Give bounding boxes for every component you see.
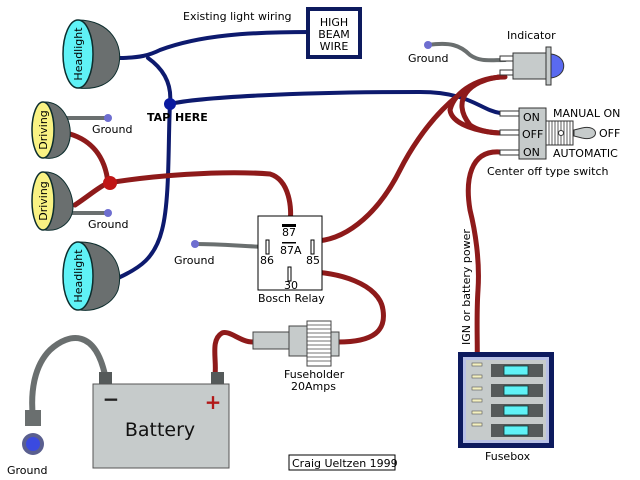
switch-label-off: OFF (599, 127, 620, 140)
ground-label-relay: Ground (174, 254, 214, 267)
ground-label-battery: Ground (7, 464, 47, 477)
indicator-lamp (499, 46, 565, 86)
switch-caption: Center off type switch (487, 165, 609, 178)
fusebox (458, 352, 554, 448)
tap-label-left: TAP (147, 111, 170, 124)
fusebox-terminal (471, 422, 483, 427)
ground-point-driving-bottom (104, 209, 112, 217)
switch-position-on-top: ON (523, 111, 540, 124)
headlight-top-label: Headlight (72, 27, 85, 81)
ground-label-driving-bottom: Ground (88, 218, 128, 231)
headlight-top: Headlight (62, 19, 121, 89)
fuseholder (252, 320, 340, 367)
ground-point-relay (191, 240, 199, 248)
wire-ground-indicator (426, 41, 507, 63)
fusebox-terminal (471, 398, 483, 403)
driving-bottom-label: Driving (37, 181, 50, 221)
high-beam-box: HIGH BEAM WIRE (306, 7, 362, 59)
relay-caption: Bosch Relay (258, 292, 325, 305)
driving-junction (103, 176, 117, 190)
battery-negative: − (103, 387, 120, 411)
battery-positive: + (205, 390, 222, 414)
existing-wiring-label: Existing light wiring (183, 10, 292, 23)
fusebox-terminal (471, 362, 483, 367)
relay-pin-87: 87 (282, 226, 296, 239)
ground-label-indicator: Ground (408, 52, 448, 65)
credit-box: Craig Ueltzen 1999 (288, 454, 398, 471)
relay-pin-87a: 87A (280, 244, 302, 257)
switch-label-automatic: AUTOMATIC (553, 147, 618, 160)
wire-ground-relay (193, 242, 268, 249)
wire-driving-bottom (72, 180, 111, 208)
fusebox-terminal (471, 386, 483, 391)
wire-indicator (447, 74, 508, 136)
relay-pin-30: 30 (284, 279, 298, 292)
wire-ground-battery (29, 335, 108, 421)
switch-label-manual-on: MANUAL ON (553, 107, 620, 120)
power-source-label: IGN or battery power (460, 229, 473, 345)
ground-point-indicator (424, 41, 432, 49)
driving-lamp-bottom: Driving (31, 171, 74, 231)
headlight-bottom: Headlight (62, 241, 121, 311)
battery: − + Battery (92, 372, 230, 469)
svg-text:WIRE: WIRE (320, 40, 349, 53)
fusebox-caption: Fusebox (485, 450, 531, 463)
svg-text:BEAM: BEAM (318, 28, 350, 41)
switch-position-off: OFF (522, 128, 543, 141)
relay-pin-86: 86 (260, 254, 274, 267)
fuse (491, 424, 543, 437)
indicator-label: Indicator (507, 29, 556, 42)
battery-label: Battery (125, 419, 195, 441)
wire-headlight-to-highbeam (116, 30, 312, 60)
fuse (491, 404, 543, 417)
ground-post-battery (25, 410, 41, 426)
fusebox-terminal (471, 374, 483, 379)
fuse (491, 364, 543, 377)
headlight-bottom-label: Headlight (72, 249, 85, 303)
wire-tap-to-switch (168, 89, 502, 115)
ground-label-driving-top: Ground (92, 123, 132, 136)
fuseholder-label-line1: Fuseholder (284, 368, 345, 381)
ground-point-driving-top (104, 114, 112, 122)
wire-driving-top (67, 131, 111, 186)
wire-relay30-to-fuseholder (292, 269, 386, 345)
driving-top-label: Driving (37, 110, 50, 150)
bosch-relay: 87 87A 86 85 30 (257, 215, 323, 292)
wire-headlight-trunk (116, 56, 173, 280)
switch-position-on-bottom: ON (523, 146, 540, 159)
svg-text:HIGH: HIGH (320, 16, 348, 29)
fusebox-terminal (471, 410, 483, 415)
toggle-switch: ON OFF ON (499, 107, 596, 160)
relay-pin-85: 85 (306, 254, 320, 267)
fuseholder-label-line2: 20Amps (291, 380, 336, 393)
wire-switch-to-fusebox (465, 149, 503, 365)
tap-label-right: HERE (175, 111, 208, 124)
wire-fuseholder-to-battery (212, 330, 256, 378)
wire-driving-to-relay87 (105, 170, 294, 225)
fuse (491, 384, 543, 397)
tap-junction (164, 98, 176, 110)
credit-label: Craig Ueltzen 1999 (292, 457, 398, 470)
driving-lamp-top: Driving (31, 101, 71, 159)
